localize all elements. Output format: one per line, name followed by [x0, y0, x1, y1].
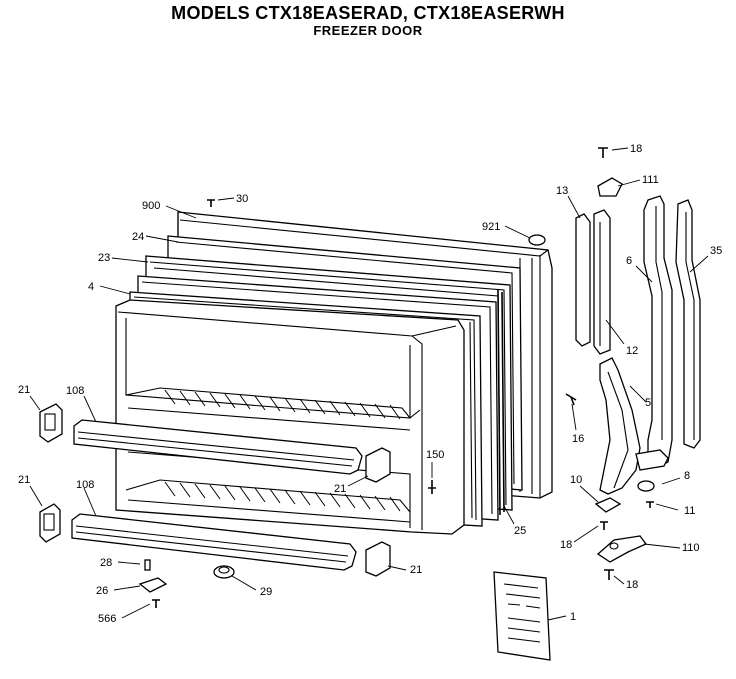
hinge-cover-111: [597, 177, 623, 197]
callout-566: 566: [98, 613, 116, 625]
callout-12: 12: [626, 345, 638, 357]
page-title: MODELS CTX18EASERAD, CTX18EASERWH: [171, 3, 565, 23]
hinge-110: [596, 535, 648, 563]
bracket-8: [635, 449, 669, 492]
bar-end-cap-right-lower: [365, 541, 391, 577]
callout-21-left-upper: 21: [18, 384, 30, 396]
screw-18-top: [598, 147, 608, 158]
bar-end-cap-left-lower: [39, 503, 61, 543]
callout-26: 26: [96, 585, 108, 597]
callout-13: 13: [556, 185, 568, 197]
callout-11: 11: [684, 505, 695, 517]
trim-35: [675, 199, 701, 449]
callout-18-mid: 18: [560, 539, 572, 551]
screw-150: [428, 480, 436, 494]
screw-566: [152, 599, 160, 608]
hinge-5: [599, 357, 641, 495]
handle-6: [643, 195, 673, 467]
bar-end-cap-right-upper: [365, 447, 391, 483]
callout-921: 921: [482, 221, 500, 233]
screw-30: [207, 199, 215, 207]
callout-labels: 18 111 13 921 900 30 24 23 4 6 35 12 5 1…: [18, 143, 722, 625]
inner-door-liner: [115, 299, 465, 535]
callout-21-left-lower: 21: [18, 474, 30, 486]
foot-29: [213, 565, 235, 579]
callout-29: 29: [260, 586, 272, 598]
callout-18-bottom: 18: [626, 579, 638, 591]
plug-921: [528, 234, 546, 246]
callout-150: 150: [426, 449, 444, 461]
strip-12: [593, 209, 611, 355]
callout-21-bottom: 21: [410, 564, 422, 576]
callout-111: 111: [642, 174, 659, 186]
strip-13: [575, 213, 591, 347]
callout-21-mid: 21: [334, 483, 346, 495]
callout-4: 4: [88, 281, 94, 293]
callout-23: 23: [98, 252, 110, 264]
callout-18-top: 18: [630, 143, 642, 155]
callout-110: 110: [682, 542, 700, 554]
screw-16: [565, 393, 577, 406]
page-subtitle: FREEZER DOOR: [313, 23, 423, 38]
callout-28: 28: [100, 557, 112, 569]
lower-shelf-ribs: [164, 481, 401, 512]
door-bar-upper: [73, 419, 363, 475]
callout-24: 24: [132, 231, 144, 243]
upper-shelf-ribs: [164, 389, 401, 420]
door-bar-lower: [71, 513, 357, 571]
callout-30: 30: [236, 193, 248, 205]
callout-10: 10: [570, 474, 582, 486]
callout-108-upper: 108: [66, 385, 84, 397]
callout-16: 16: [572, 433, 584, 445]
manual-1: [493, 571, 551, 661]
bushing-28: [144, 559, 151, 571]
hinge-pin-10: [594, 497, 622, 513]
leader-lines: [29, 147, 709, 621]
callout-8: 8: [684, 470, 690, 482]
callout-35: 35: [710, 245, 722, 257]
screw-11: [646, 501, 654, 508]
callout-25: 25: [514, 525, 526, 537]
screw-18-mid: [600, 521, 608, 530]
callout-108-lower: 108: [76, 479, 94, 491]
callout-900: 900: [142, 200, 160, 212]
callout-6: 6: [626, 255, 632, 267]
screw-18-bottom: [604, 569, 614, 580]
callout-1: 1: [570, 611, 576, 623]
bar-end-cap-left-upper: [39, 403, 63, 443]
bracket-26: [138, 577, 168, 593]
callout-5: 5: [645, 397, 651, 409]
